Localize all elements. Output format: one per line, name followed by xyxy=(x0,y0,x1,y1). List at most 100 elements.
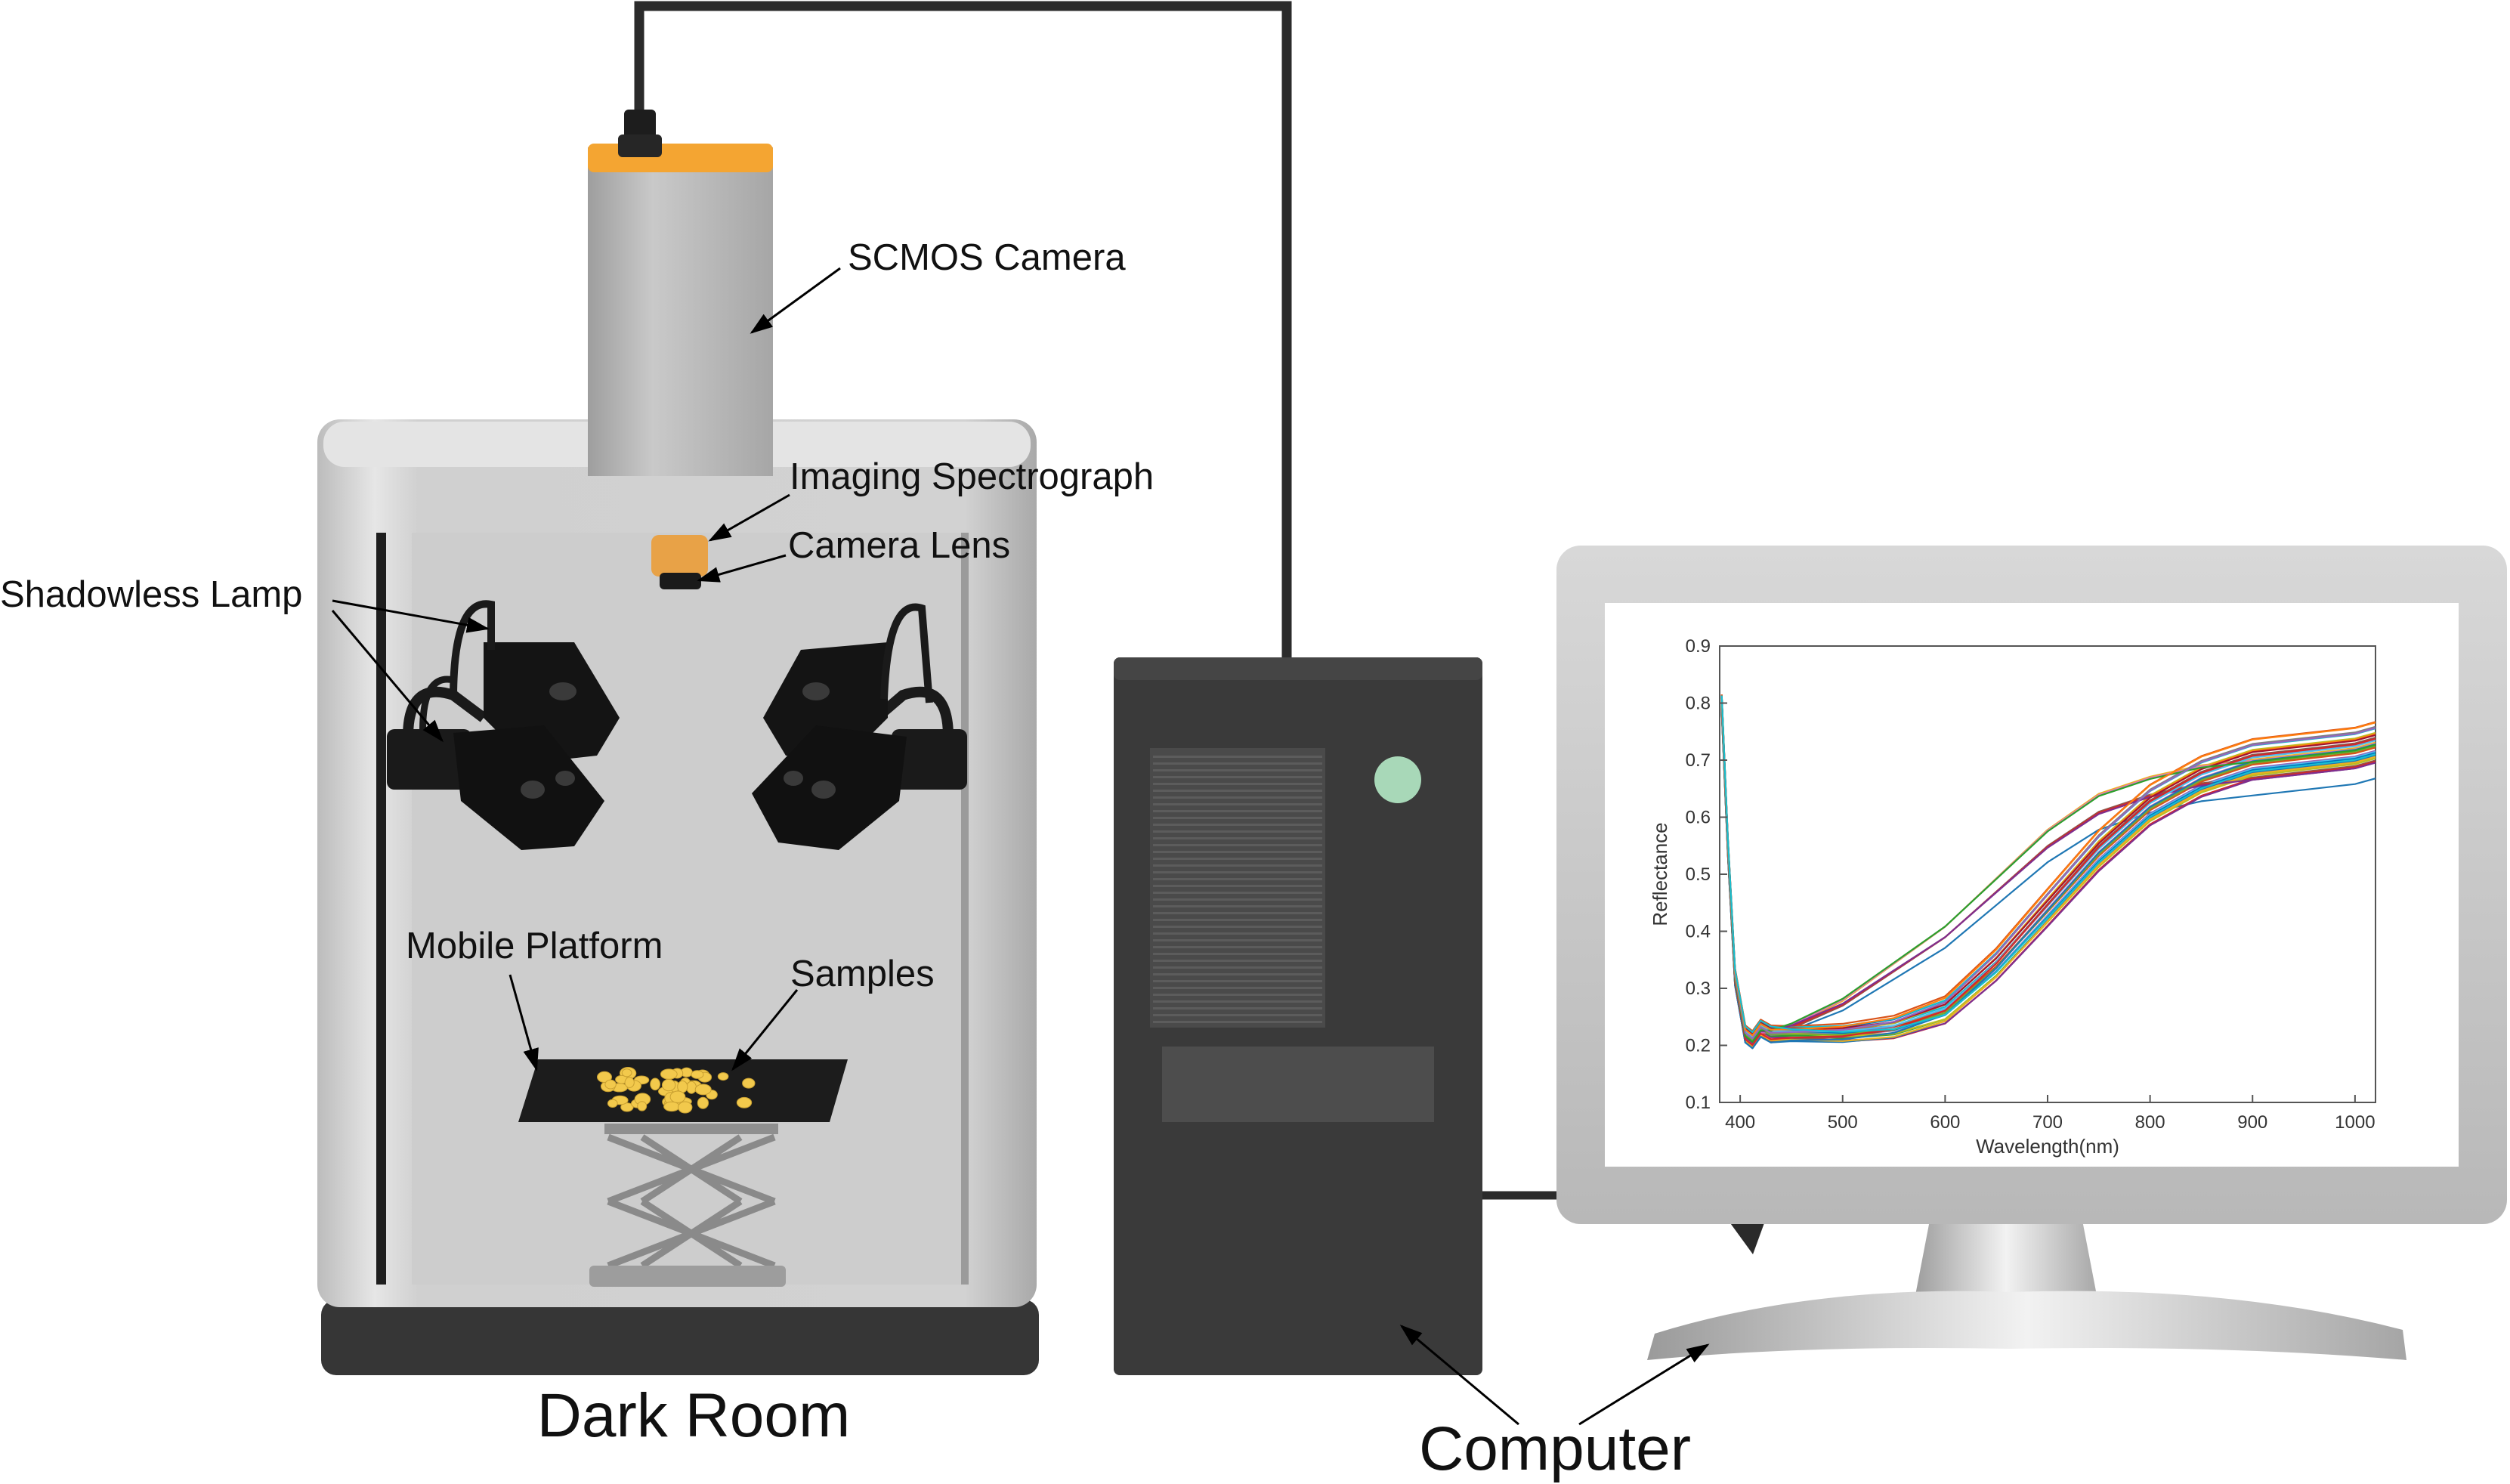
vent-slot xyxy=(1153,892,1322,894)
sample-grain xyxy=(604,1079,617,1090)
vent-slot xyxy=(1153,871,1322,873)
mobile-platform xyxy=(518,1059,848,1287)
sample-grain xyxy=(677,1081,688,1093)
y-tick-label: 0.7 xyxy=(1686,750,1711,771)
arrow-samples xyxy=(731,989,799,1071)
vent-slot xyxy=(1153,790,1322,792)
sample-grain xyxy=(694,1084,712,1096)
scmos-camera xyxy=(588,110,773,476)
x-tick-label: 700 xyxy=(2032,1112,2063,1133)
vent-slot xyxy=(1153,858,1322,860)
computer-tower xyxy=(1114,657,1482,1375)
vent-slot xyxy=(1153,926,1322,928)
lens-barrel xyxy=(651,535,708,577)
sample-grain xyxy=(669,1090,686,1103)
reflectance-series-line xyxy=(1720,711,2376,1050)
lamp-hole xyxy=(549,682,576,700)
vent-slot xyxy=(1153,864,1322,867)
label-computer: Computer xyxy=(1419,1414,1691,1483)
tower-top xyxy=(1114,657,1482,680)
vent-slot xyxy=(1153,837,1322,839)
vent-slot xyxy=(1153,939,1322,941)
x-tick-label: 400 xyxy=(1725,1112,1755,1133)
reflectance-series-line xyxy=(1720,695,2376,1034)
vent-slot xyxy=(1153,851,1322,853)
lamp-mount xyxy=(892,729,967,790)
sample-grain xyxy=(597,1071,612,1084)
reflectance-series-line xyxy=(1720,705,2376,1043)
y-tick-label: 0.8 xyxy=(1686,694,1711,714)
arrow-computer-tower xyxy=(1399,1325,1519,1426)
arrow-lamp-1 xyxy=(332,599,490,633)
lamp-head-upper xyxy=(763,642,888,759)
label-shadowless-lamp: Shadowless Lamp xyxy=(0,574,302,615)
sample-grain xyxy=(661,1078,676,1092)
camera-connector-nut xyxy=(618,134,662,157)
y-tick-label: 0.6 xyxy=(1686,808,1711,828)
arrow-spectrograph xyxy=(708,493,790,542)
shadowless-lamp-right xyxy=(752,603,967,850)
camera-cap xyxy=(588,144,773,172)
vent-slot xyxy=(1153,905,1322,907)
sample-grain xyxy=(660,1068,678,1080)
vent-slot xyxy=(1153,844,1322,846)
label-mobile-platform: Mobile Platform xyxy=(406,926,663,966)
vent-slot xyxy=(1153,878,1322,880)
arrow-lamp-2 xyxy=(331,610,444,743)
sample-grain xyxy=(620,1102,634,1112)
sample-grain xyxy=(663,1101,680,1112)
monitor-stand-base xyxy=(1647,1291,2406,1360)
sample-grain xyxy=(650,1077,660,1091)
lamp-arm xyxy=(873,686,954,737)
vent-slot xyxy=(1153,912,1322,914)
vent-slot xyxy=(1153,994,1322,996)
label-samples: Samples xyxy=(790,954,935,994)
vent-slot xyxy=(1153,946,1322,948)
y-tick-label: 0.2 xyxy=(1686,1036,1711,1056)
sample-grain xyxy=(736,1096,753,1108)
vent-slot xyxy=(1153,973,1322,975)
y-tick-label: 0.1 xyxy=(1686,1093,1711,1113)
vent-slot xyxy=(1153,885,1322,887)
annotation-arrows xyxy=(331,267,1710,1426)
lamp-hole xyxy=(811,781,836,799)
lamp-mount xyxy=(387,729,471,790)
shadowless-lamp-left xyxy=(387,600,620,850)
vent-slot xyxy=(1153,1007,1322,1009)
label-dark-room: Dark Room xyxy=(537,1381,851,1450)
vent-slot xyxy=(1153,932,1322,935)
vent-slot xyxy=(1153,810,1322,812)
x-tick-label: 600 xyxy=(1930,1112,1960,1133)
lift-base xyxy=(589,1266,786,1287)
lamp-cable xyxy=(450,600,495,700)
vent-slot xyxy=(1153,1014,1322,1016)
lamp-hole xyxy=(555,771,575,786)
x-tick-label: 900 xyxy=(2237,1112,2267,1133)
vent-slot xyxy=(1153,980,1322,982)
power-button[interactable] xyxy=(1374,756,1421,803)
vent-slot xyxy=(1153,769,1322,771)
y-tick-label: 0.3 xyxy=(1686,979,1711,999)
arrow-camera xyxy=(750,267,841,334)
vent-slots xyxy=(1153,756,1322,1023)
samples-cluster xyxy=(597,1067,756,1114)
y-tick-label: 0.9 xyxy=(1686,636,1711,657)
data-cable xyxy=(634,1,1292,688)
x-tick-label: 1000 xyxy=(2335,1112,2375,1133)
door-edge xyxy=(376,533,386,1285)
sample-grain xyxy=(742,1077,756,1089)
lift-top xyxy=(604,1124,778,1134)
dark-room xyxy=(317,419,1039,1375)
y-axis-label: Reflectance xyxy=(1649,822,1671,926)
vent-slot xyxy=(1153,1021,1322,1023)
lens-tip xyxy=(660,573,701,589)
lamp-cable xyxy=(880,603,933,703)
vent-slot xyxy=(1153,987,1322,989)
reflectance-series-line xyxy=(1720,700,2376,1037)
scissor-lift xyxy=(607,1133,776,1269)
vent-slot xyxy=(1153,824,1322,826)
sample-grain xyxy=(678,1101,693,1114)
vent-slot xyxy=(1153,830,1322,833)
